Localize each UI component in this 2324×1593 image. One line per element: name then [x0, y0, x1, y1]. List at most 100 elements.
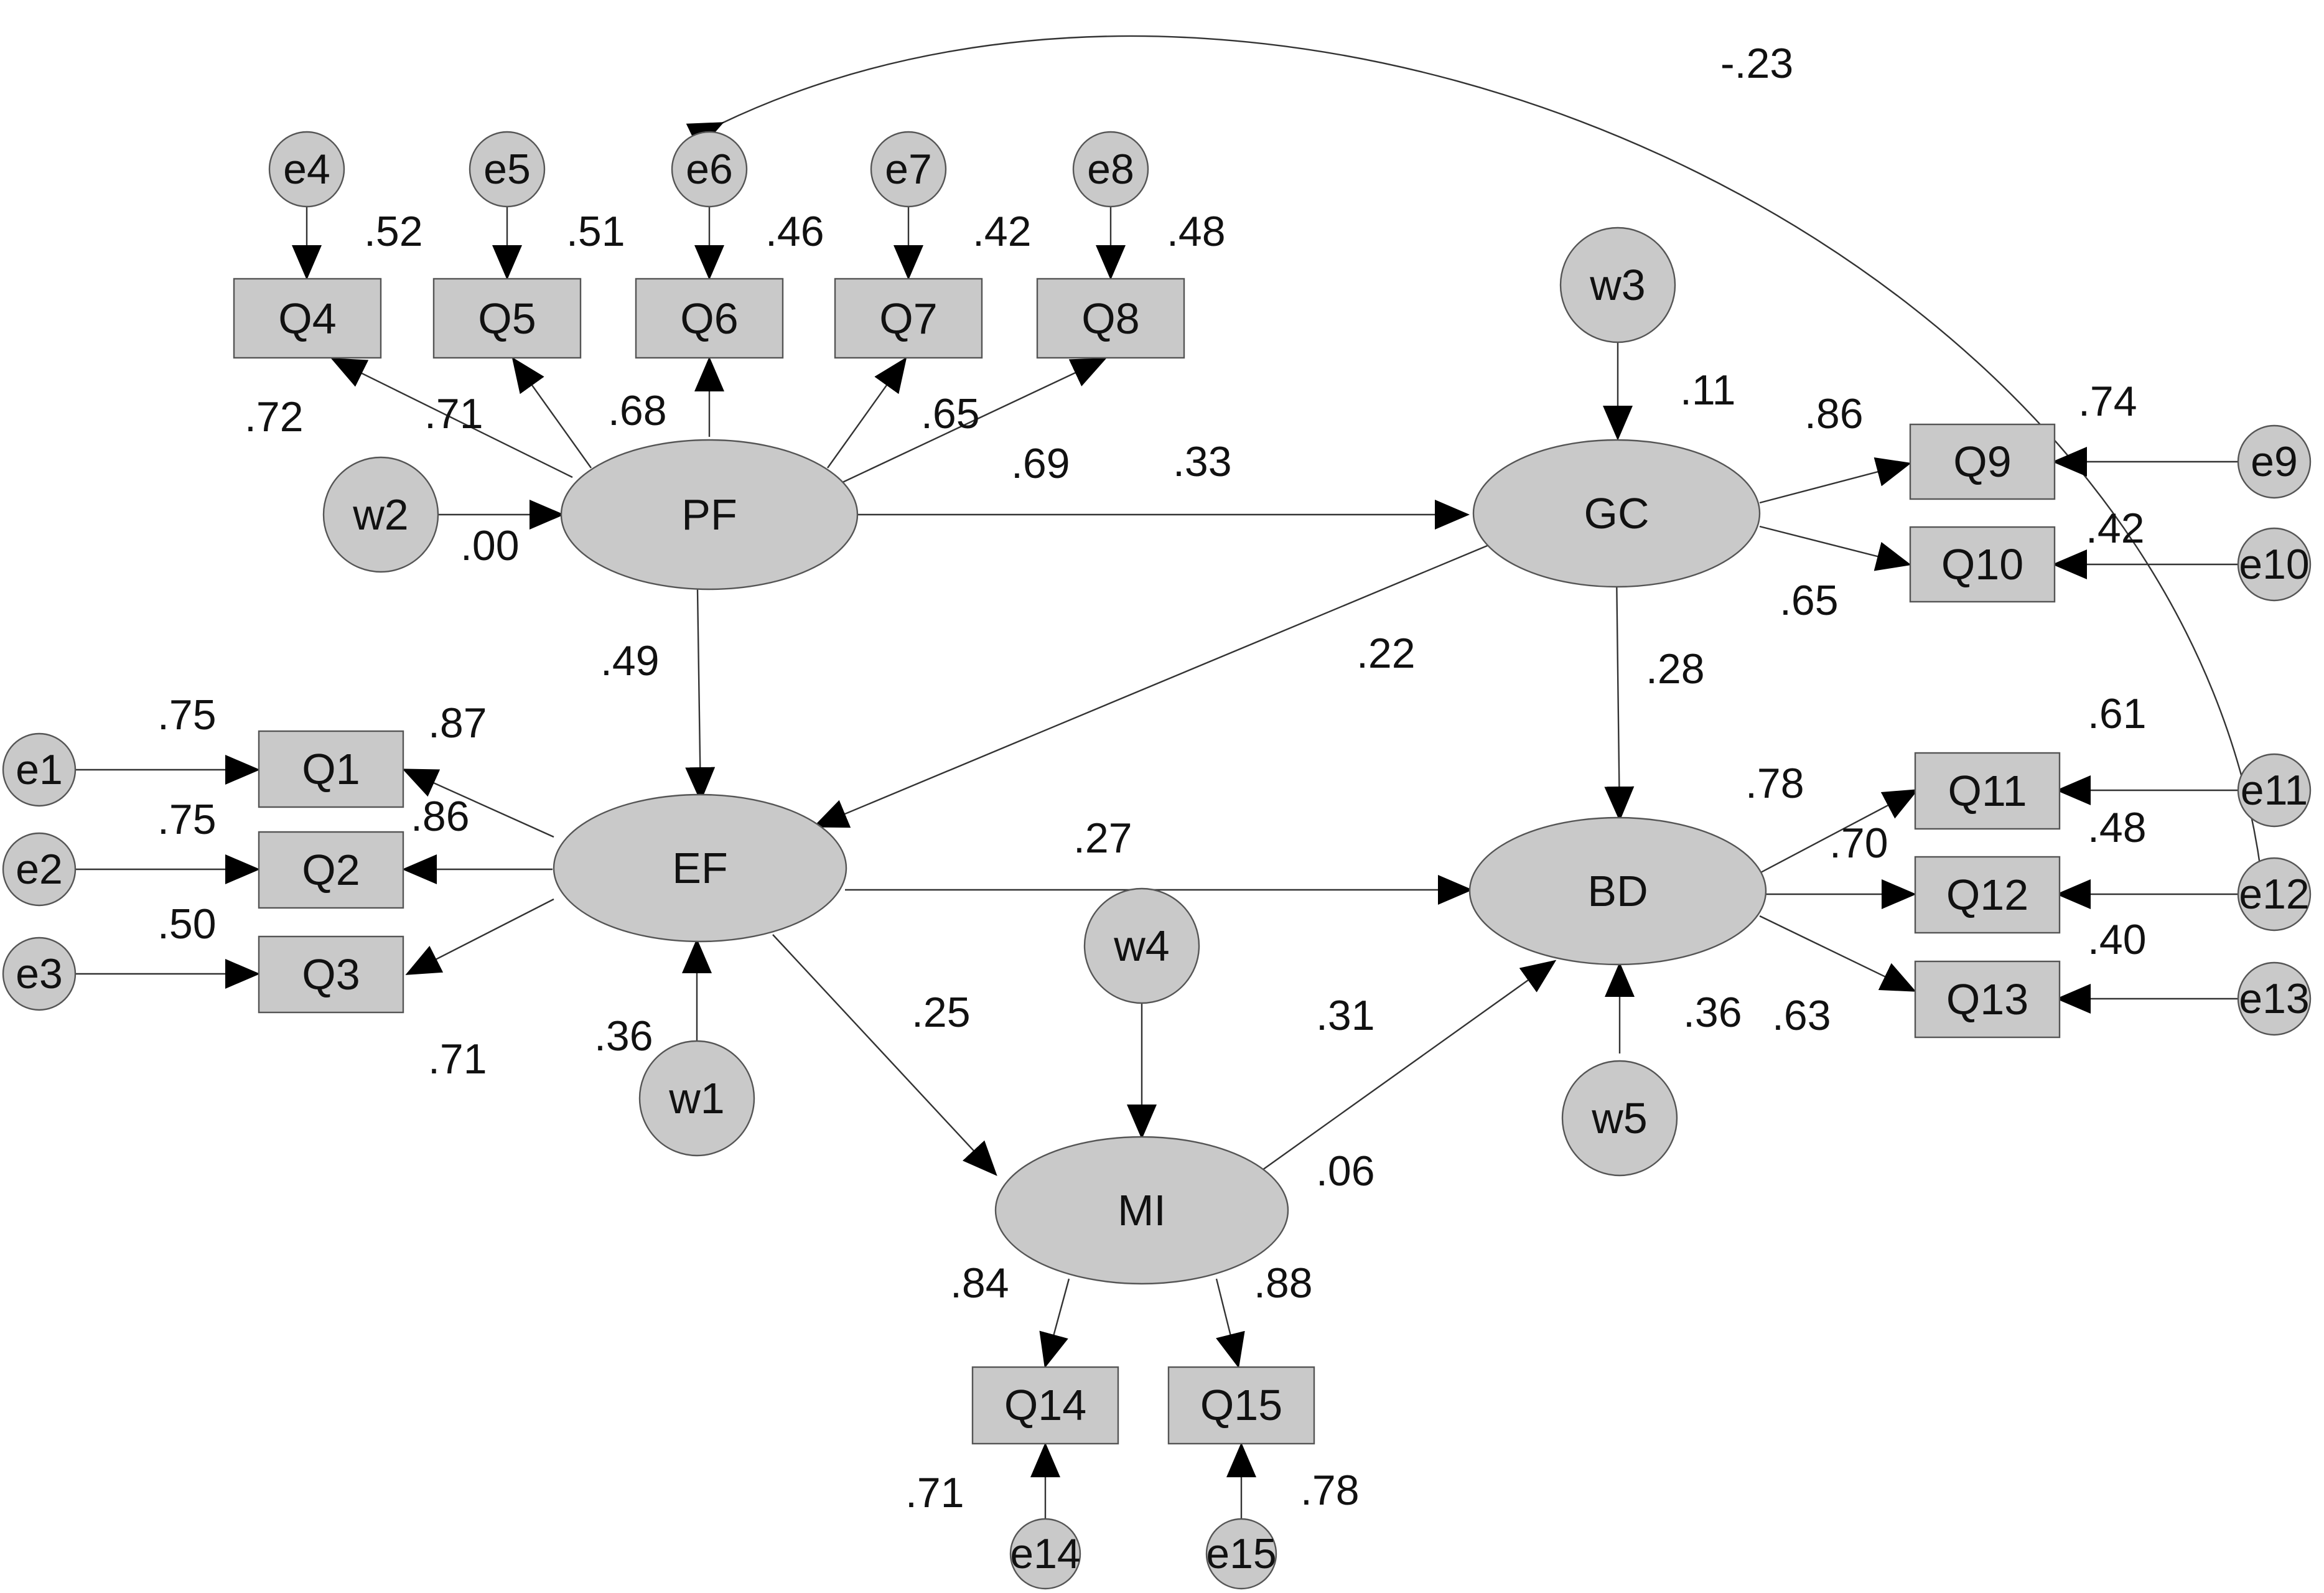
indicator-q13: Q13: [1914, 960, 2061, 1039]
edge-pf-q7: [827, 357, 907, 469]
indicator-q3-label: Q3: [302, 950, 360, 999]
error-e10-label: e10: [2239, 541, 2309, 588]
error-e5-label: e5: [483, 146, 531, 193]
disturbance-w3: w3: [1559, 227, 1676, 343]
edge-ef-mi: [772, 934, 997, 1176]
edge-ef-q1: [402, 768, 554, 838]
coef-gc-bd: .28: [1646, 645, 1705, 693]
error-e7: e7: [870, 131, 947, 208]
coef-pf-q5: .71: [424, 390, 483, 437]
coef-r2-q14: .71: [905, 1469, 964, 1516]
coef-e6-e13: -.23: [1720, 40, 1793, 87]
error-e7-label: e7: [885, 146, 932, 193]
error-e2: e2: [2, 832, 77, 907]
indicator-q2-label: Q2: [302, 846, 360, 894]
error-e1-label: e1: [16, 746, 63, 793]
coef-r2-pf: .00: [460, 522, 520, 569]
error-e15: e15: [1205, 1518, 1277, 1590]
edge-pf-q8: [839, 358, 1107, 485]
coef-gc-ef: .22: [1356, 630, 1416, 677]
coefficient-labels: -.23 .52 .51 .46 .42 .48 .72 .71 .68 .65…: [157, 40, 2147, 1516]
edge-bd-q11: [1759, 789, 1919, 874]
coef-r2-q3: .50: [157, 900, 217, 948]
indicator-q5-label: Q5: [478, 294, 536, 343]
error-e13-label: e13: [2239, 975, 2309, 1022]
latent-bd: BD: [1468, 816, 1767, 966]
latent-gc-label: GC: [1584, 489, 1650, 538]
coef-r2-mi: .06: [1316, 1147, 1375, 1195]
indicator-q4: Q4: [233, 278, 382, 359]
coef-pf-q7: .65: [921, 390, 980, 437]
latent-ef: EF: [553, 793, 847, 943]
latent-bd-label: BD: [1587, 867, 1648, 915]
coef-pf-q8: .69: [1011, 440, 1070, 487]
latent-mi-label: MI: [1118, 1186, 1166, 1235]
edge-ef-q3: [405, 898, 554, 975]
disturbance-w2: w2: [322, 456, 439, 573]
indicator-q9-label: Q9: [1953, 437, 2011, 486]
error-e12-label: e12: [2239, 871, 2309, 918]
coef-r2-bd: .36: [1683, 989, 1742, 1036]
error-e15-label: e15: [1206, 1530, 1276, 1577]
error-e2-label: e2: [16, 846, 63, 893]
disturbance-w1-label: w1: [668, 1074, 724, 1123]
coef-ef-mi: .25: [912, 989, 971, 1036]
edge-gc-ef: [813, 543, 1491, 828]
error-e6: e6: [671, 131, 748, 208]
coef-r2-q5: .51: [566, 208, 625, 255]
indicator-q8: Q8: [1036, 278, 1185, 359]
indicator-q2: Q2: [258, 831, 404, 909]
coef-ef-q1: .87: [428, 699, 487, 747]
observed-indicators: Q4 Q5 Q6 Q7 Q8 Q9 Q10 Q1 Q2 Q3 Q11 Q12 Q…: [233, 278, 2061, 1445]
latent-gc: GC: [1472, 439, 1761, 588]
indicator-q7: Q7: [834, 278, 983, 359]
error-e14-label: e14: [1010, 1530, 1080, 1577]
disturbance-w4: w4: [1083, 887, 1200, 1004]
edge-gc-q10: [1759, 525, 1911, 571]
error-e8-label: e8: [1087, 146, 1134, 193]
latent-pf: PF: [560, 439, 859, 591]
coef-r2-q8: .48: [1167, 208, 1226, 255]
coef-r2-q10: .42: [2086, 505, 2145, 552]
error-e11-label: e11: [2241, 767, 2308, 814]
edge-mi-q15: [1215, 1278, 1245, 1368]
edge-gc-q9: [1759, 457, 1911, 504]
coef-r2-q1: .75: [157, 691, 217, 739]
indicator-q1: Q1: [258, 730, 404, 808]
error-e1: e1: [2, 732, 77, 807]
edge-e6-e13-covariance: [686, 35, 2279, 928]
coef-bd-q12: .70: [1829, 820, 1888, 867]
coef-ef-q2: .86: [411, 793, 470, 840]
indicator-q7-label: Q7: [879, 294, 937, 343]
error-e9-label: e9: [2251, 438, 2298, 485]
error-e10: e10: [2237, 527, 2312, 602]
coef-ef-bd: .27: [1073, 815, 1132, 862]
error-e13: e13: [2237, 961, 2312, 1036]
coef-r2-q9: .74: [2078, 378, 2137, 425]
indicator-q14: Q14: [971, 1366, 1119, 1445]
error-e4-label: e4: [283, 146, 330, 193]
edge-bd-q13: [1759, 915, 1916, 992]
indicator-q12-label: Q12: [1946, 871, 2028, 919]
error-e5: e5: [469, 131, 546, 208]
latent-mi: MI: [994, 1136, 1289, 1285]
coef-r2-ef: .36: [594, 1012, 653, 1060]
coef-bd-q13: .63: [1772, 992, 1831, 1039]
error-e4: e4: [268, 131, 345, 208]
coef-pf-q4: .72: [245, 393, 304, 441]
coef-r2-q15: .78: [1300, 1467, 1360, 1514]
coef-mi-bd: .31: [1316, 992, 1375, 1039]
coef-r2-q6: .46: [765, 208, 824, 255]
coef-r2-q2: .75: [157, 796, 217, 843]
edge-pf-q4: [330, 358, 573, 479]
error-e6-label: e6: [686, 146, 733, 193]
coef-r2-q13: .40: [2088, 916, 2147, 963]
indicator-q9: Q9: [1909, 423, 2056, 500]
coef-pf-q6: .68: [608, 387, 667, 434]
edge-mi-q14: [1039, 1278, 1070, 1368]
latent-pf-label: PF: [681, 490, 737, 539]
indicator-q11-label: Q11: [1948, 767, 2027, 815]
error-e12: e12: [2237, 857, 2312, 932]
coef-r2-gc: .11: [1680, 367, 1735, 414]
error-e9: e9: [2237, 424, 2312, 499]
